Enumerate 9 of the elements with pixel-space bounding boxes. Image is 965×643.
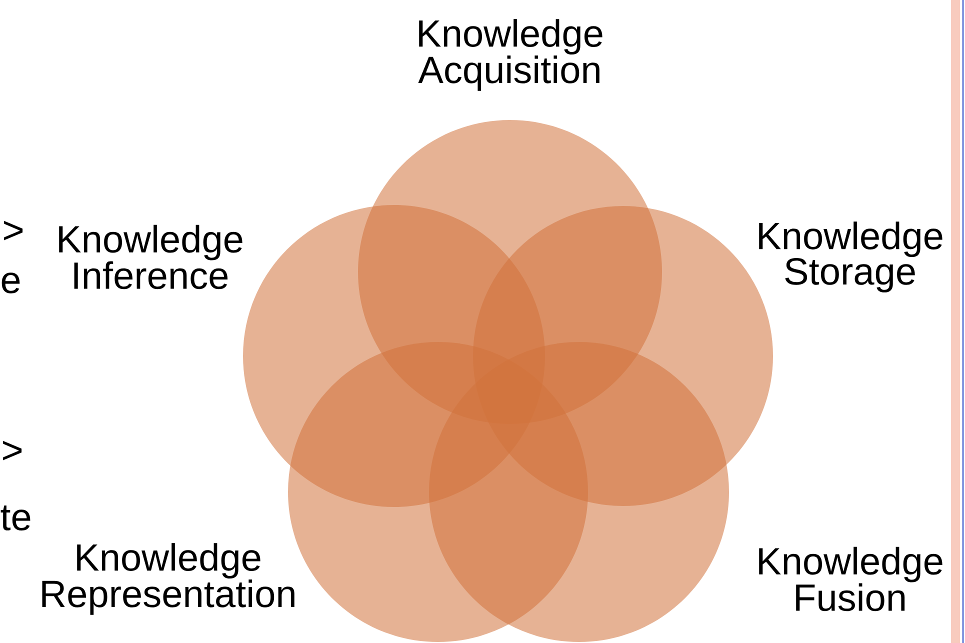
- cut-off-text: e: [2, 272, 20, 294]
- cut-off-text: >: [4, 220, 23, 240]
- circle-label: Knowledge Acquisition: [418, 19, 602, 91]
- circle-label: Knowledge Fusion: [759, 546, 942, 612]
- circle-label: Knowledge Representation: [42, 543, 294, 615]
- cut-off-text: >: [3, 440, 22, 460]
- circle-label: Knowledge Storage: [759, 222, 942, 292]
- cut-off-text: te: [0, 506, 30, 530]
- circle-label: Knowledge Inference: [59, 224, 242, 290]
